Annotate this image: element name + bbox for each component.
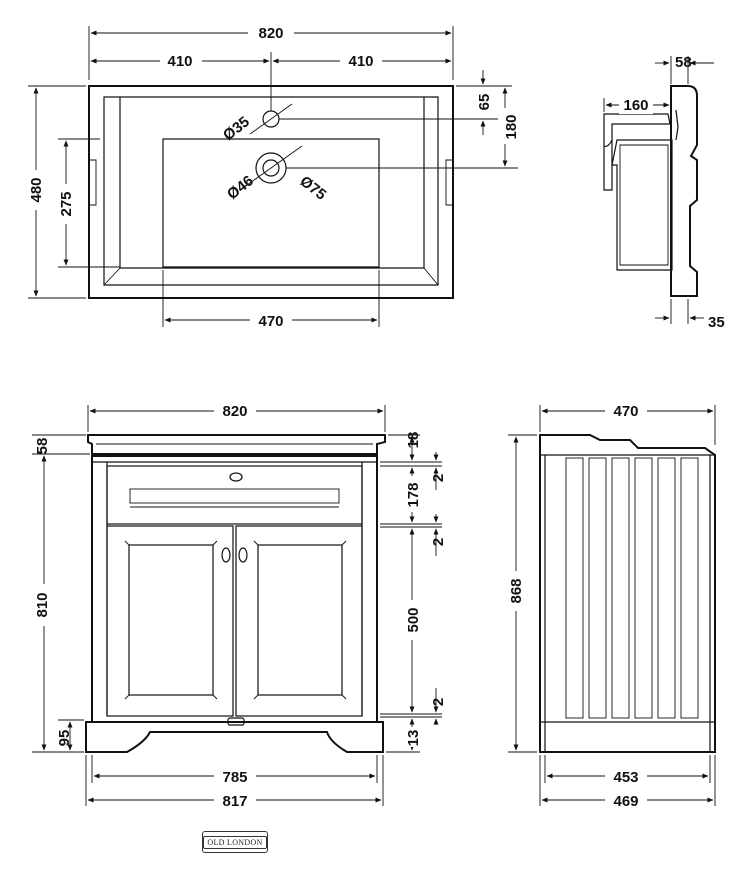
dim-inner-width: 785: [222, 769, 247, 786]
label-waste-outer-diameter: Ø75: [297, 173, 330, 204]
basin-inner-rim: [103, 96, 439, 286]
front-drawer: [106, 465, 363, 525]
dim-basin-half-right: 410: [348, 53, 373, 70]
front-left-door: [106, 525, 234, 717]
basin-outline: [88, 85, 454, 299]
dim-gap-bottom: 2: [430, 698, 447, 706]
dim-front-basin-height: 58: [34, 438, 51, 455]
dim-cabinet-width: 820: [222, 403, 247, 420]
front-right-door: [235, 525, 363, 717]
front-plinth: [85, 721, 384, 753]
dim-door-height: 500: [405, 607, 422, 632]
cabinet-front-view: 820 58 810 95 785 817 18: [32, 403, 447, 810]
cabinet-side-view: 470 868 453 469: [507, 403, 716, 810]
basin-side-bowl: [611, 139, 673, 271]
dim-drawer-height: 178: [405, 482, 422, 507]
basin-plan-view: 820 410 410 480 275 470 65 180 Ø3: [27, 24, 520, 330]
drawer-handle: [229, 472, 243, 482]
dim-side-inner-depth: 453: [613, 769, 638, 786]
dim-side-basin-depth: 470: [613, 403, 638, 420]
dim-basin-projection: 160: [623, 97, 648, 114]
dim-rim-gap: 18: [405, 432, 422, 449]
logo-text: OLD LONDON: [203, 835, 267, 849]
dim-cabinet-height: 810: [34, 592, 51, 617]
front-basin-top: [87, 434, 386, 455]
waste-inner-circle: [262, 159, 280, 177]
dim-gap-top: 2: [430, 474, 447, 482]
dim-outer-width: 817: [222, 793, 247, 810]
dim-gap-middle: 2: [430, 538, 447, 546]
front-carcass: [91, 455, 378, 723]
dim-basin-depth: 480: [28, 177, 45, 202]
side-panel-grooves: [565, 457, 699, 719]
dim-side-height: 868: [508, 578, 525, 603]
dim-base-gap: 13: [405, 730, 422, 747]
basin-bowl-edge: [119, 97, 425, 269]
basin-side-view: 58 160 35: [603, 54, 725, 331]
basin-side-profile: [670, 85, 698, 297]
dim-basin-base-thickness: 35: [708, 314, 725, 331]
dim-bowl-width: 470: [258, 313, 283, 330]
dim-plinth-height: 95: [56, 730, 73, 747]
dim-basin-half-left: 410: [167, 53, 192, 70]
basin-bowl-floor: [162, 138, 380, 268]
dim-side-outer-depth: 469: [613, 793, 638, 810]
old-london-logo: OLD LONDON: [202, 831, 268, 853]
label-waste-inner-diameter: Ø46: [224, 172, 257, 203]
dim-bowl-depth: 275: [58, 191, 75, 216]
dim-basin-width: 820: [258, 25, 283, 42]
right-door-knob: [238, 547, 248, 563]
dim-tap-offset: 65: [476, 94, 493, 111]
side-cabinet-outline: [539, 434, 716, 753]
dim-basin-rim-thickness: 58: [675, 54, 692, 71]
dim-waste-offset: 180: [503, 114, 520, 139]
left-door-knob: [221, 547, 231, 563]
